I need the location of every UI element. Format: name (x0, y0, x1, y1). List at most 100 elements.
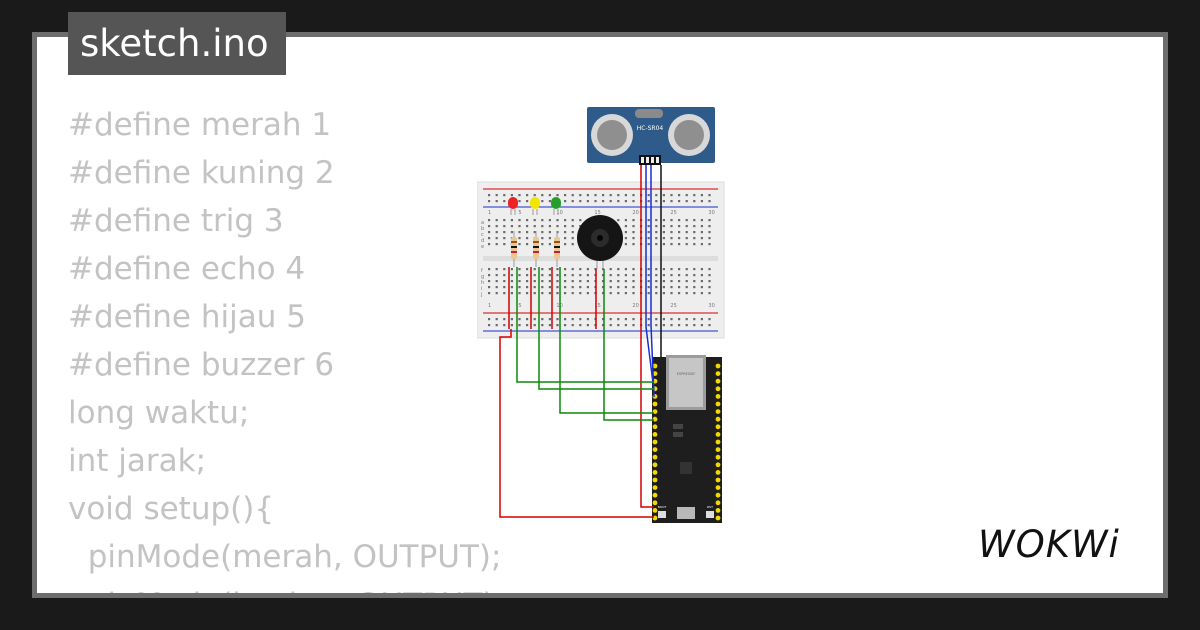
breadboard-hole (670, 280, 673, 283)
breadboard-hole (693, 324, 696, 327)
breadboard-hole (556, 324, 559, 327)
file-tab-label: sketch.ino (80, 22, 269, 65)
breadboard-hole (518, 268, 521, 271)
breadboard-hole (548, 194, 551, 197)
breadboard-hole (586, 194, 589, 197)
breadboard-hole (510, 324, 513, 327)
breadboard-hole (548, 243, 551, 246)
breadboard-hole (632, 292, 635, 295)
resistor-3 (554, 231, 560, 267)
header-pin (652, 447, 658, 452)
breadboard-hole (693, 318, 696, 321)
breadboard-hole (526, 225, 529, 228)
breadboard-hole (556, 268, 559, 271)
breadboard-hole (526, 286, 529, 289)
header-pin (715, 454, 721, 460)
header-pin (652, 470, 658, 475)
breadboard-hole (571, 318, 574, 321)
breadboard-hole (685, 286, 688, 289)
breadboard-hole (564, 219, 567, 222)
breadboard-hole (602, 274, 605, 277)
breadboard-hole (655, 286, 658, 289)
breadboard-hole (685, 200, 688, 203)
breadboard-hole (655, 274, 658, 277)
breadboard-hole (564, 225, 567, 228)
breadboard-hole (571, 324, 574, 327)
breadboard-hole (533, 231, 536, 234)
breadboard-hole (708, 200, 711, 203)
breadboard-hole (609, 286, 612, 289)
header-pin (715, 378, 721, 384)
code-line: int jarak; (68, 443, 207, 479)
breadboard-row-letter: e (481, 244, 484, 250)
breadboard-hole (495, 274, 498, 277)
breadboard-hole (526, 324, 529, 327)
breadboard-hole (526, 280, 529, 283)
breadboard-row-letter: g (481, 274, 484, 280)
breadboard-hole (700, 324, 703, 327)
breadboard-hole (708, 280, 711, 283)
breadboard-hole (526, 292, 529, 295)
breadboard-hole (602, 200, 605, 203)
breadboard-hole (647, 237, 650, 240)
breadboard-hole (518, 274, 521, 277)
breadboard-hole (708, 286, 711, 289)
header-pin (652, 508, 658, 513)
wire-vcc (640, 165, 654, 508)
breadboard-hole (526, 219, 529, 222)
breadboard-hole (647, 280, 650, 283)
breadboard-hole (700, 318, 703, 321)
breadboard-hole (678, 324, 681, 327)
breadboard-hole (518, 324, 521, 327)
breadboard-hole (510, 280, 513, 283)
breadboard-hole (624, 243, 627, 246)
breadboard-hole (579, 268, 582, 271)
breadboard-column-number: 20 (632, 303, 638, 309)
breadboard-hole (632, 280, 635, 283)
breadboard-hole (495, 292, 498, 295)
breadboard-hole (678, 318, 681, 321)
file-tab[interactable]: sketch.ino (68, 12, 286, 75)
header-pin (715, 394, 721, 399)
code-line: void setup(){ (68, 491, 275, 527)
breadboard-hole (518, 318, 521, 321)
breadboard-hole (678, 219, 681, 222)
breadboard-hole (602, 292, 605, 295)
breadboard-hole (670, 324, 673, 327)
breadboard-hole (571, 286, 574, 289)
breadboard-hole (670, 268, 673, 271)
breadboard-hole (518, 292, 521, 295)
header-pin (652, 416, 658, 422)
breadboard-hole (564, 200, 567, 203)
breadboard-hole (647, 200, 650, 203)
wire-trig (645, 165, 655, 392)
breadboard-hole (526, 274, 529, 277)
breadboard-hole (693, 268, 696, 271)
sensor-model-label: HC-SR04 (637, 125, 664, 132)
header-pin (652, 462, 658, 468)
breadboard-hole (602, 268, 605, 271)
breadboard-hole (503, 324, 506, 327)
breadboard-hole (503, 286, 506, 289)
breadboard-hole (503, 194, 506, 197)
breadboard-hole (518, 231, 521, 234)
breadboard-hole (579, 200, 582, 203)
led-green (551, 197, 561, 215)
breadboard-hole (533, 292, 536, 295)
breadboard-hole (647, 194, 650, 197)
header-pin (652, 439, 658, 445)
breadboard-hole (518, 237, 521, 240)
breadboard-hole (495, 225, 498, 228)
header-pin (652, 424, 658, 430)
breadboard-hole (533, 268, 536, 271)
breadboard-hole (685, 292, 688, 295)
header-pin (652, 500, 658, 506)
boot-button-label: BOOT (658, 505, 667, 509)
breadboard-hole (556, 318, 559, 321)
breadboard-hole (495, 219, 498, 222)
breadboard-hole (617, 194, 620, 197)
breadboard-hole (541, 200, 544, 203)
breadboard-hole (700, 225, 703, 228)
breadboard-hole (693, 231, 696, 234)
